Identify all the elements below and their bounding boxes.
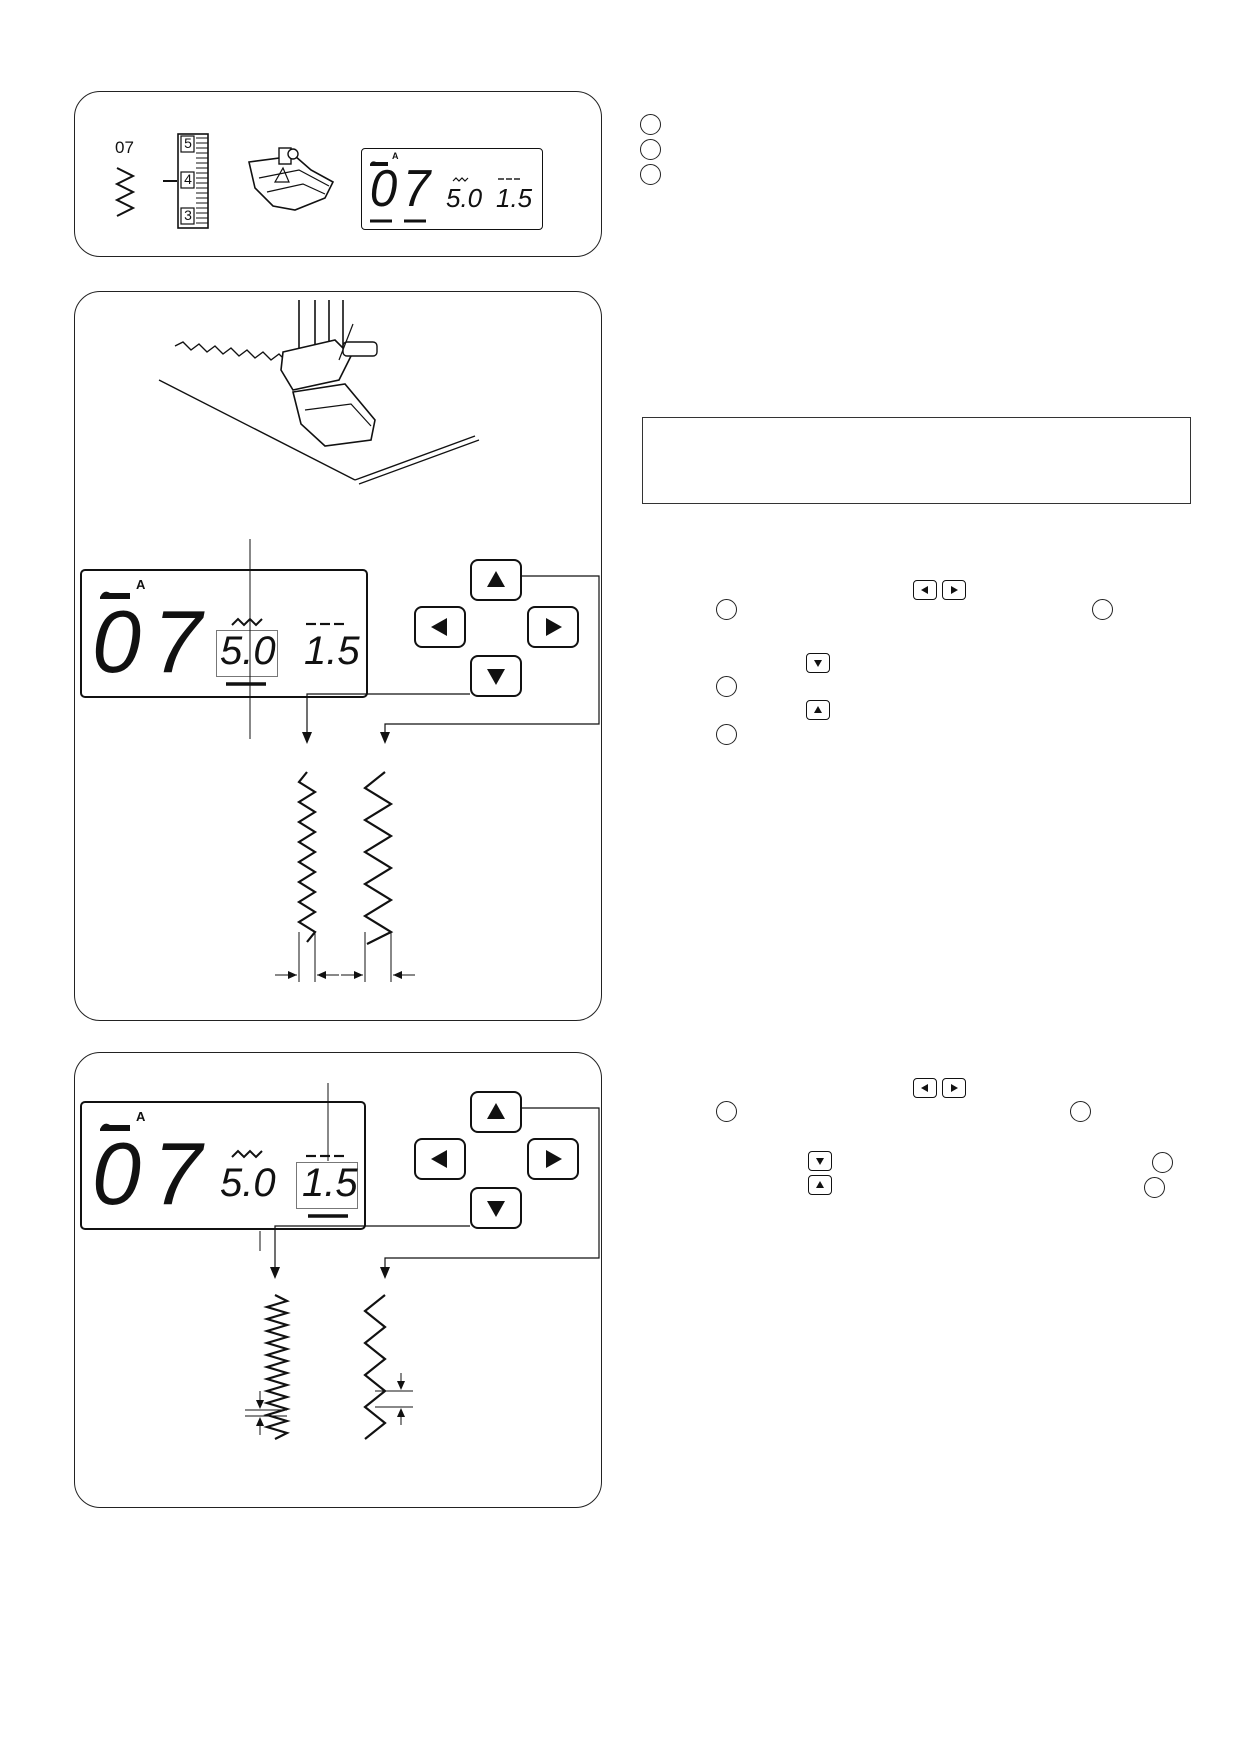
arrow-up-icon	[487, 571, 505, 587]
pattern-display: 07	[92, 592, 214, 691]
length-symbol	[306, 622, 344, 626]
arrow-up-icon	[487, 1103, 505, 1119]
down-key-icon	[806, 653, 830, 673]
arrow-left-icon	[431, 618, 447, 636]
length-comparison-diagram	[245, 1083, 600, 1440]
length-value: 1.5	[304, 629, 360, 673]
up-button[interactable]	[470, 559, 522, 601]
length-symbol	[498, 178, 520, 180]
width-symbol	[231, 617, 263, 627]
wide-zigzag	[362, 771, 394, 945]
arrow-down-icon	[487, 1201, 505, 1217]
down-key-icon	[808, 1151, 832, 1171]
width-symbol	[452, 177, 469, 182]
down-button[interactable]	[470, 655, 522, 697]
width-cursor	[226, 682, 266, 686]
ref-circle-8	[716, 1101, 737, 1122]
pattern-display: 07	[369, 160, 437, 218]
width-value: 5.0	[220, 629, 276, 673]
right-key-icon	[942, 580, 966, 600]
width-value: 5.0	[446, 183, 483, 213]
stitch-length-panel: A 07 5.0 1.5	[74, 1052, 602, 1508]
down-button[interactable]	[470, 1187, 522, 1229]
zigzag-stitch-icon	[114, 167, 136, 217]
arrow-right-icon	[546, 618, 562, 636]
right-key-icon	[942, 1078, 966, 1098]
ref-circle-10	[1152, 1152, 1173, 1173]
pattern-cursor	[370, 219, 426, 223]
pattern-display: 07	[92, 1124, 214, 1223]
ref-circle-5	[1092, 599, 1113, 620]
width-highlight	[216, 630, 278, 677]
ref-circle-4	[716, 599, 737, 620]
length-value: 1.5	[496, 183, 533, 213]
presser-foot-icon	[248, 147, 335, 211]
presser-foot-symbol	[100, 1123, 130, 1131]
left-button[interactable]	[414, 606, 466, 648]
arrow-down-icon	[487, 669, 505, 685]
ref-circle-7	[716, 724, 737, 745]
ref-circle-9	[1070, 1101, 1091, 1122]
ref-circle-2	[640, 139, 661, 160]
lcd-display: A 07 5.0 1.5	[80, 569, 368, 698]
tension-mark-4: 4	[184, 171, 192, 187]
mode-letter: A	[136, 577, 146, 592]
leader-line	[249, 539, 251, 739]
pattern-number: 07	[115, 138, 134, 157]
stitch-width-panel: A 07 5.0 1.5	[74, 291, 602, 1021]
left-key-icon	[913, 580, 937, 600]
ref-circle-11	[1144, 1177, 1165, 1198]
lcd-display: A 07 5.0 1.5	[80, 1101, 366, 1230]
presser-foot-symbol	[100, 591, 130, 599]
arrow-left-icon	[431, 1150, 447, 1168]
tension-dial: 5 4 3	[163, 133, 209, 229]
sewing-foot-illustration	[158, 300, 480, 485]
note-box	[642, 417, 1191, 504]
arrow-right-icon	[546, 1150, 562, 1168]
length-value: 1.5	[302, 1161, 358, 1205]
mode-letter: A	[136, 1109, 146, 1124]
up-key-icon	[806, 700, 830, 720]
tension-mark-3: 3	[184, 207, 192, 223]
lcd-display: A 07 5.0 1.5	[361, 148, 543, 230]
machine-setting-panel: 07 5 4 3 A 07	[74, 91, 602, 257]
left-button[interactable]	[414, 1138, 466, 1180]
width-symbol	[231, 1149, 263, 1159]
ref-circle-3	[640, 164, 661, 185]
length-highlight	[296, 1162, 358, 1209]
presser-foot-symbol	[370, 161, 388, 166]
tension-mark-5: 5	[184, 135, 192, 151]
left-key-icon	[913, 1078, 937, 1098]
sparse-zigzag	[363, 1294, 387, 1440]
width-comparison-diagram	[275, 575, 600, 982]
up-key-icon	[808, 1175, 832, 1195]
up-button[interactable]	[470, 1091, 522, 1133]
ref-circle-1	[640, 114, 661, 135]
right-button[interactable]	[527, 1138, 579, 1180]
narrow-zigzag	[296, 771, 318, 943]
right-button[interactable]	[527, 606, 579, 648]
width-value: 5.0	[220, 1161, 276, 1205]
ref-circle-6	[716, 676, 737, 697]
mode-letter: A	[392, 151, 399, 161]
length-cursor	[308, 1214, 348, 1218]
dense-zigzag	[263, 1294, 291, 1440]
